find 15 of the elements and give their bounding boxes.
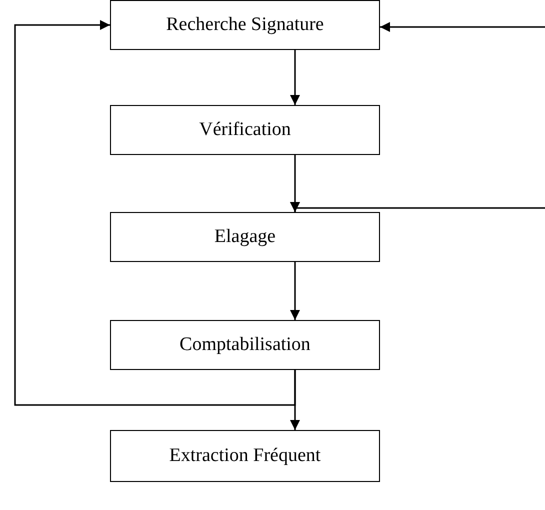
box-label: Recherche Signature [166, 14, 324, 36]
box-label: Elagage [214, 226, 276, 248]
process-box [110, 105, 380, 155]
arrow [290, 202, 545, 212]
box-label: Extraction Fréquent [169, 445, 321, 467]
box-label: Comptabilisation [180, 334, 310, 356]
process-box [110, 0, 380, 50]
process-box [110, 320, 380, 370]
arrow [290, 262, 300, 320]
box-label: Vérification [199, 119, 291, 141]
arrow [14, 20, 296, 406]
arrow [380, 22, 545, 32]
process-box [110, 212, 380, 262]
process-box [110, 430, 380, 482]
arrow [290, 50, 300, 105]
